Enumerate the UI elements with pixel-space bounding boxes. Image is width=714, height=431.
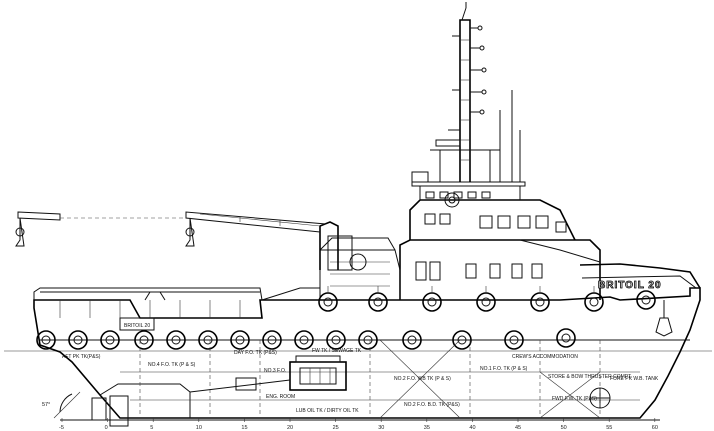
main-crane	[185, 211, 367, 271]
frame-tick-label: 10	[196, 425, 202, 431]
hull-outline	[33, 287, 701, 419]
liferaft-canister	[444, 192, 460, 208]
deckhouse-fwd-face	[519, 239, 601, 263]
deckhouse-openings	[415, 261, 543, 281]
funnel-casing	[319, 249, 401, 300]
frame-tick-label: 35	[424, 425, 430, 431]
label-fo-tk4: NO.4 F.O. TK (P & S)	[148, 362, 196, 368]
wheelhouse-top	[411, 181, 526, 187]
label-eng-room: ENG. ROOM	[266, 394, 295, 400]
casing-hatching	[330, 261, 390, 287]
main-deckhouse	[399, 239, 601, 300]
skeg	[99, 383, 191, 418]
name-board-bow: BRITOIL 20	[598, 280, 662, 292]
frame-scale: -5 0 5 10 15 20 25 30 35 40 45 50 55 60	[59, 418, 658, 431]
frame-tick-label: 45	[515, 425, 521, 431]
anchor	[655, 317, 673, 337]
frame-tick-label: 5	[150, 425, 153, 431]
aft-deck-rails	[59, 300, 241, 318]
angle-arc	[59, 393, 73, 413]
label-aft-tk: AFT PK TK(P&S)	[62, 354, 101, 360]
frame-tick-label: 30	[378, 425, 384, 431]
vessel-name-bow: BRITOIL 20	[598, 280, 662, 291]
aft-crane	[15, 211, 186, 247]
label-no2-wb: NO.2 F.O. WB TK (P & S)	[394, 376, 451, 382]
forecastle	[579, 263, 701, 289]
bridge-deckhouse	[409, 199, 576, 241]
label-lub: LUB OIL TK / DIRTY OIL TK	[296, 408, 359, 414]
searchlight	[411, 171, 429, 183]
label-fore-pk: FORE PK W.B. TANK	[610, 376, 659, 382]
aft-bulwark	[33, 287, 263, 301]
frame-tick-label: 50	[561, 425, 567, 431]
name-board-stern: BRITOIL 20	[119, 317, 155, 331]
propeller-nozzle	[109, 395, 129, 427]
label-day-fo: DAY F.O. TK (P&S)	[234, 350, 277, 356]
frame-tick-label: 15	[241, 425, 247, 431]
main-engine	[189, 355, 347, 393]
mast-lights	[448, 25, 487, 131]
frame-tick-label: 55	[606, 425, 612, 431]
label-store: STORE & BOW THRUSTER COMPT.	[548, 374, 632, 380]
label-no1-fo: NO.1 F.O. TK (P & S)	[480, 366, 528, 372]
label-no3-fo: NO.3 F.O.	[264, 368, 286, 374]
label-no2-fo-lower: NO.2 F.O. B.D. TK (P&S)	[404, 402, 460, 408]
radar-antennas	[430, 90, 521, 182]
fenders-upper	[318, 290, 656, 312]
vessel-name-stern: BRITOIL 20	[124, 323, 150, 329]
label-fw-p: FWD F.W. TK (P&S)	[552, 396, 597, 402]
frame-tick-label: -5	[59, 425, 64, 431]
label-crew: CREW'S ACCOMMODATION	[512, 354, 578, 360]
casing-roof	[319, 237, 396, 251]
aft-rail-ramp	[261, 287, 321, 301]
fenders-lower	[36, 328, 576, 350]
fender-chains	[327, 286, 595, 293]
bulkheads	[139, 339, 601, 419]
frame-tick-label: 0	[105, 425, 108, 431]
forecastle-bulwark	[581, 275, 697, 289]
crash-rail	[144, 291, 166, 301]
frame-tick-label: 40	[469, 425, 475, 431]
rudder	[91, 397, 107, 421]
frame-tick-label: 25	[333, 425, 339, 431]
frame-tick-label: 60	[652, 425, 658, 431]
label-fw-tk: FW TK / SEWAGE TK	[312, 348, 362, 354]
frame-tick-label: 20	[287, 425, 293, 431]
main-mast	[459, 2, 471, 182]
bridge-windows	[424, 191, 567, 233]
angle-label: 57°	[42, 402, 50, 408]
